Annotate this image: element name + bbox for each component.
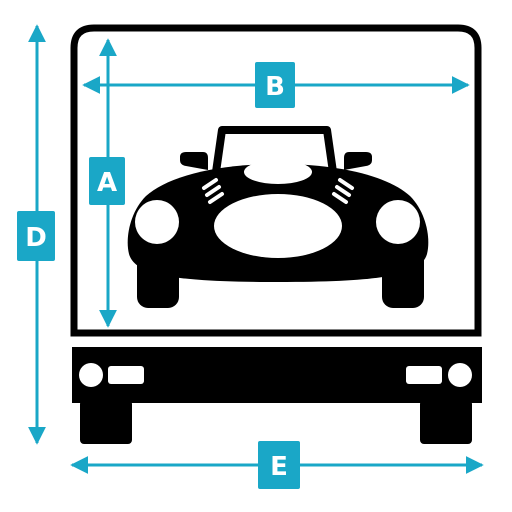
trailer-left-rect-light xyxy=(108,366,144,384)
car-right-vents xyxy=(332,178,354,204)
trailer-chassis xyxy=(72,347,482,444)
dimension-label-e: E xyxy=(258,441,300,489)
dimension-label-d-text: D xyxy=(25,223,47,253)
trailer-left-wheel xyxy=(80,400,132,444)
car-roll-bar xyxy=(212,126,337,173)
car-left-vents xyxy=(202,178,224,204)
dimension-label-b: B xyxy=(255,62,295,108)
trailer-box-outline xyxy=(70,24,482,337)
car-front-grille xyxy=(214,194,342,258)
car-left-headlight xyxy=(135,200,179,244)
trailer-left-round-light xyxy=(79,363,103,387)
dimension-label-a-text: A xyxy=(97,168,117,198)
car-right-mirror xyxy=(344,152,372,170)
dimension-label-e-text: E xyxy=(270,452,288,482)
trailer-right-rect-light xyxy=(406,366,442,384)
dimension-label-d: D xyxy=(17,211,55,261)
car-front-view xyxy=(127,126,429,308)
car-hood-scoop xyxy=(244,160,312,184)
dimension-label-a: A xyxy=(89,157,125,205)
car-left-mirror xyxy=(180,152,208,170)
trailer-right-wheel xyxy=(420,400,472,444)
dimension-label-b-text: B xyxy=(265,72,285,102)
trailer-right-round-light xyxy=(448,363,472,387)
car-right-headlight xyxy=(376,200,420,244)
